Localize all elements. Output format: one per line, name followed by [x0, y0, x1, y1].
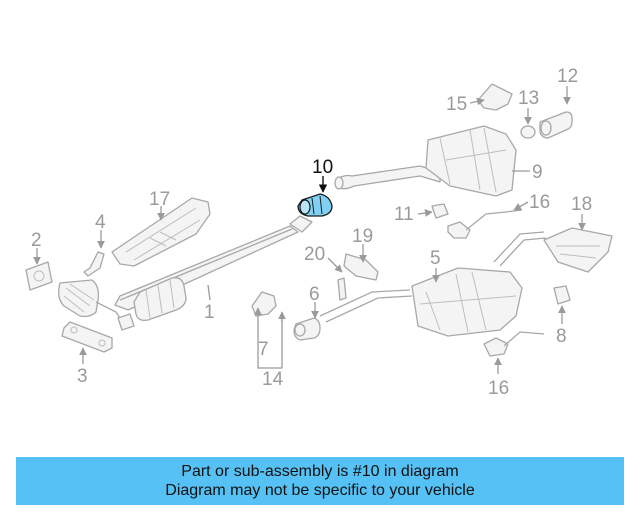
bushing-part-6[interactable]: [293, 317, 321, 341]
callout-4[interactable]: 4: [95, 212, 106, 233]
rear-pipe: [334, 165, 441, 190]
hanger-part-11[interactable]: [431, 203, 449, 219]
callout-12[interactable]: 12: [557, 66, 578, 87]
bracket-part-15[interactable]: [477, 83, 513, 111]
callout-labels: 10 17 4 2 1 3 20 19 6 7 14 15 13 12 9 11…: [31, 66, 592, 399]
mount-bracket-part-3[interactable]: [61, 321, 113, 353]
intermediate-pipe: [289, 215, 313, 233]
bracket-part-4[interactable]: [83, 251, 105, 277]
callout-1[interactable]: 1: [204, 302, 215, 323]
heat-shield-part-19[interactable]: [343, 253, 379, 281]
callout-7[interactable]: 7: [258, 339, 269, 360]
callout-11[interactable]: 11: [394, 204, 414, 225]
ring-part-13[interactable]: [520, 125, 536, 139]
callout-19[interactable]: 19: [352, 226, 373, 247]
bracket-part-20[interactable]: [337, 277, 347, 301]
rear-muffler-part-9[interactable]: [425, 125, 517, 197]
leader-lines: [33, 86, 586, 374]
front-muffler-part-5[interactable]: [411, 267, 523, 337]
callout-18[interactable]: 18: [571, 194, 592, 215]
callout-2[interactable]: 2: [31, 230, 42, 251]
bracket-part-7[interactable]: [251, 291, 277, 317]
info-banner: Part or sub-assembly is #10 in diagram D…: [16, 457, 624, 505]
callout-13[interactable]: 13: [518, 88, 539, 109]
callout-17[interactable]: 17: [149, 189, 170, 210]
callout-16[interactable]: 16: [529, 192, 550, 213]
bracket-part-16-lower[interactable]: [483, 331, 545, 357]
callout-9[interactable]: 9: [532, 162, 543, 183]
callout-20[interactable]: 20: [304, 244, 325, 265]
callout-14[interactable]: 14: [262, 369, 284, 390]
callout-3[interactable]: 3: [77, 366, 88, 387]
callout-5[interactable]: 5: [430, 248, 441, 269]
callout-8[interactable]: 8: [556, 326, 567, 347]
center-pipe: [319, 231, 547, 323]
heat-shield-part[interactable]: [111, 197, 211, 267]
callout-6[interactable]: 6: [309, 284, 320, 305]
heat-shield-part-18[interactable]: [543, 227, 613, 273]
callout-10[interactable]: 10: [312, 157, 333, 178]
bracket-part-16-upper[interactable]: [447, 209, 523, 239]
exhaust-system-diagram: 10 17 4 2 1 3 20 19 6 7 14 15 13 12 9 11…: [25, 66, 613, 399]
hanger-part-8[interactable]: [553, 285, 571, 305]
clamp-part-10[interactable]: [297, 193, 333, 217]
callout-15[interactable]: 15: [446, 94, 467, 115]
callout-16-lower[interactable]: 16: [488, 378, 509, 399]
tail-tip-part-12[interactable]: [539, 111, 573, 139]
front-pipe-part[interactable]: [58, 225, 299, 331]
banner-line-2: Diagram may not be specific to your vehi…: [165, 482, 475, 499]
banner-line-1: Part or sub-assembly is #10 in diagram: [181, 463, 459, 480]
gasket-part-2[interactable]: [25, 261, 53, 291]
